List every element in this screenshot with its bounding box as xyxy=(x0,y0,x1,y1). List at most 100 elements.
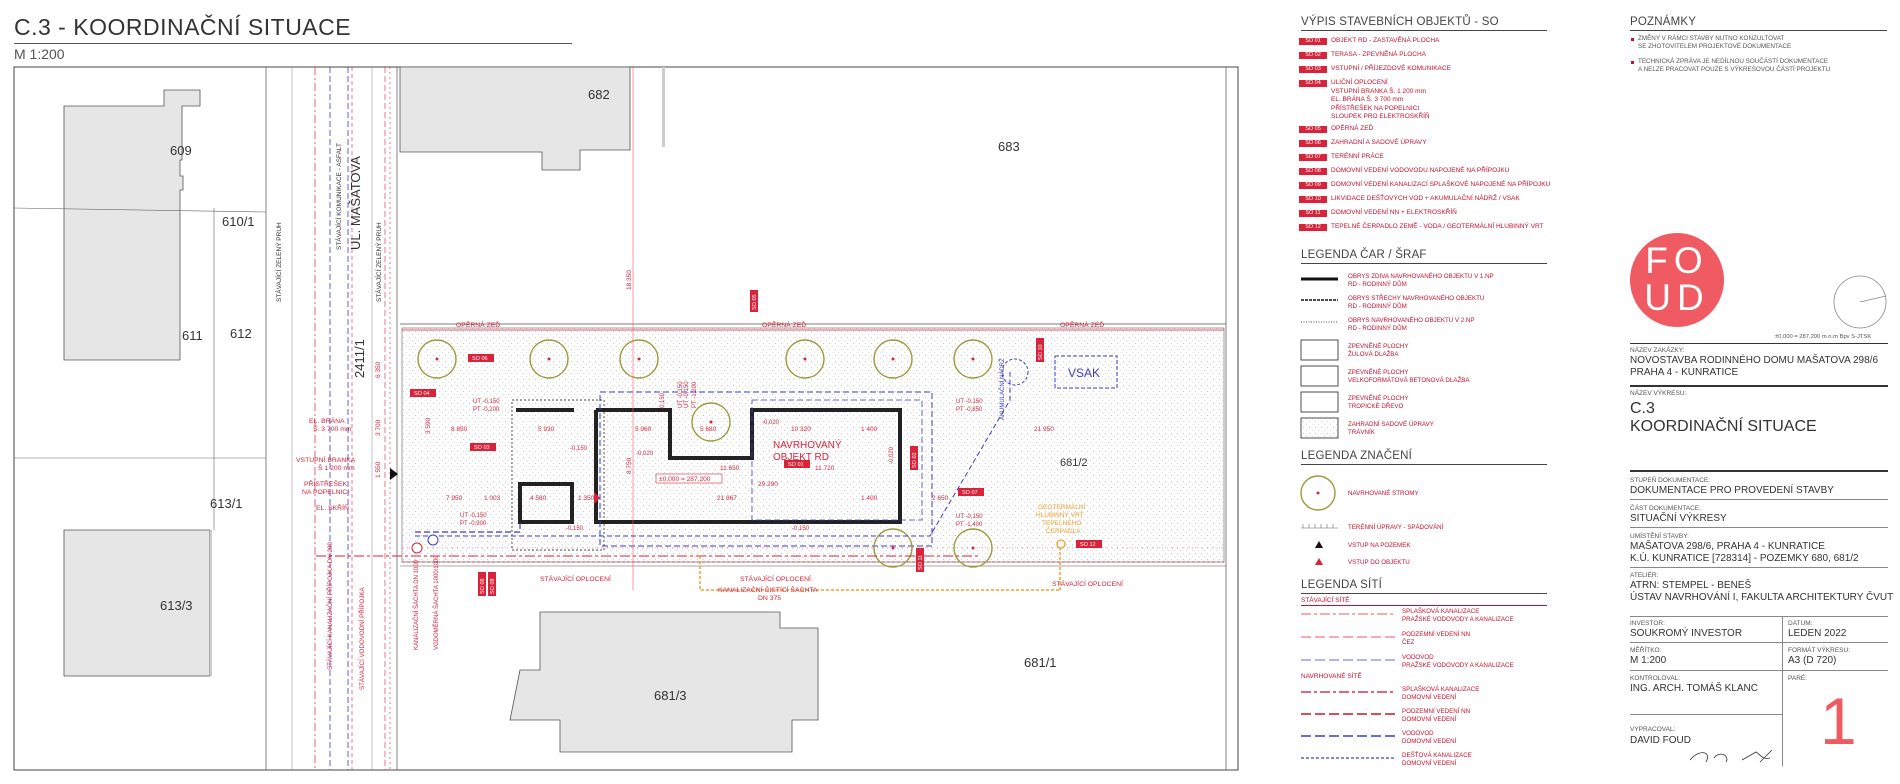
building-681-3 xyxy=(509,611,819,753)
tb-meritko: M 1:200 xyxy=(1630,655,1667,666)
legend-plot-entry: VSTUP NA POZEMEK xyxy=(1348,542,1411,549)
tb-rule-5 xyxy=(1630,527,1888,528)
parcel-681-2: 681/2 xyxy=(1060,457,1088,469)
tag-so05: SO 05 xyxy=(752,294,758,310)
tb-meritko-label: MĚŘÍTKO: xyxy=(1630,647,1662,654)
legend-lines-heading: LEGENDA ČAR / ŠRAF xyxy=(1301,249,1427,261)
parcel-609: 609 xyxy=(170,143,192,158)
so-heading: VÝPIS STAVEBNÍCH OBJEKTŮ - SO xyxy=(1301,16,1499,28)
so-text: DOMOVNÍ VEDENÍ VODOVODU NAPOJENÉ NA PŘÍP… xyxy=(1331,167,1510,174)
dim-5960: 5 960 xyxy=(635,426,652,433)
legend-lines-rule xyxy=(1301,263,1547,264)
tank-label: AKUMULAČNÍ NÁDRŽ xyxy=(998,358,1006,420)
parcel-681-1: 681/1 xyxy=(1024,655,1057,670)
net-pr-water: VODOVOD DOMOVNÍ VEDENÍ xyxy=(1402,730,1457,745)
tb-rule-4 xyxy=(1630,499,1888,500)
geothermal-line xyxy=(699,556,1060,591)
spot-ut6: UT -0,150 xyxy=(678,381,684,408)
notes-rule xyxy=(1630,30,1887,31)
nets-proposed: NAVRHOVANÉ SÍTĚ xyxy=(1301,673,1362,680)
dim-1400b: 1 400 xyxy=(861,495,878,502)
spot-m020b: -0,020 xyxy=(636,451,654,457)
so-code: SO 12 xyxy=(1299,224,1327,231)
spot-m020: -0,020 xyxy=(762,420,780,426)
spot-m150a: -0,150 xyxy=(570,446,588,452)
tag-so12: SO 12 xyxy=(1080,542,1096,548)
notes-heading: POZNÁMKY xyxy=(1630,16,1697,28)
so-code: SO 07 xyxy=(1299,154,1327,161)
parcel-681-3: 681/3 xyxy=(654,688,687,703)
green-strip-right: STÁVAJÍCÍ ZELENÝ PRUH xyxy=(374,222,383,302)
parcel-682: 682 xyxy=(588,87,610,102)
dim-7950: 7 950 xyxy=(446,495,463,502)
net-ex-water: VODOVOD PRAŽSKÉ VODOVODY A KANALIZACE xyxy=(1402,654,1514,669)
tag-so11: SO 11 xyxy=(918,555,924,570)
shelter-label-2: NA POPELNICI xyxy=(302,489,349,496)
spot-ut1: UT -0,150 xyxy=(473,399,500,405)
so-text: LIKVIDACE DEŠŤOVÝCH VOD + AKUMULAČNÍ NÁD… xyxy=(1331,195,1520,202)
legend-nets-rule xyxy=(1301,593,1547,594)
so-tags: SO 06 SO 04 SO 03 SO 01 SO 07 SO 12 SO 0… xyxy=(410,290,1102,596)
tb-rule-9 xyxy=(1630,670,1888,671)
el-cabinet-label: EL. SKŘÍŇ xyxy=(316,503,349,512)
building-682 xyxy=(399,66,631,171)
vsak-label: VSAK xyxy=(1068,366,1100,380)
dim-5680: 5 680 xyxy=(700,426,717,433)
building-label-2: OBJEKT RD xyxy=(773,452,829,463)
legend-concrete: ZPEVNĚNÉ PLOCHY VELKOFORMÁTOVÁ BETONOVÁ … xyxy=(1348,369,1470,384)
accumulation-tank xyxy=(1001,358,1029,386)
dim-6350: 6 350 xyxy=(375,361,382,378)
wall-label-3: OPĚRNÁ ZEĎ xyxy=(1060,320,1104,329)
legend-roof-outline: OBRYS STŘECHY NAVRHOVANÉHO OBJEKTU RD - … xyxy=(1348,295,1485,310)
logo-line-2: UD xyxy=(1644,277,1710,318)
sewer-shaft: KANALIZAČNÍ ŠACHTA DN 1000 xyxy=(413,559,420,650)
so-text: ULIČNÍ OPLOCENÍ VSTUPNÍ BRANKA Š. 1 200 … xyxy=(1331,79,1430,120)
building-609-611 xyxy=(63,89,201,361)
shelter-label: PŘÍSTŘEŠEK xyxy=(304,479,348,488)
tb-rule-top xyxy=(1630,343,1888,344)
dim-11720: 11 720 xyxy=(815,465,835,472)
building-outline xyxy=(511,391,933,551)
spot-pt1: PT -0,200 xyxy=(473,407,500,413)
tb-rule-10 xyxy=(1630,714,1782,715)
signature xyxy=(1689,749,1773,763)
dim-4580: 4 580 xyxy=(530,495,547,502)
dim-10320: 10 320 xyxy=(791,426,811,433)
legend-2np-outline: OBRYS NAVRHOVANÉHO OBJEKTU V 2.NP RD - R… xyxy=(1348,317,1475,332)
dim-8850: 8 850 xyxy=(451,426,468,433)
spot-ut2: UT -0,150 xyxy=(956,399,983,405)
so-heading-rule xyxy=(1301,30,1547,31)
spot-levels: UT -0,150 PT -0,200 UT -0,150 PT -0,850 … xyxy=(460,381,983,532)
legend-building-entry: VSTUP DO OBJEKTU xyxy=(1348,559,1410,566)
spot-ut5: UT -0,150 xyxy=(684,381,690,408)
geothermal-4: ČERPADLA xyxy=(1046,526,1081,535)
dim-3590: 3 590 xyxy=(425,417,432,434)
green-strip-left: STÁVAJÍCÍ ZELENÝ PRUH xyxy=(274,222,283,302)
note-bullet-1 xyxy=(1631,38,1634,41)
dim-3700: 3 700 xyxy=(375,419,382,436)
level-datum: ±0,000 = 287,200 xyxy=(659,476,711,483)
tb-atelier: ATRN: STEMPEL - BENEŠ ÚSTAV NAVRHOVÁNÍ I… xyxy=(1630,580,1894,603)
so-code: SO 03 xyxy=(1299,66,1327,73)
tb-cast-label: ČÁST DOKUMENTACE: xyxy=(1630,505,1701,512)
note-1: ZMĚNY V RÁMCI STAVBY NUTNO KONZULTOVAT S… xyxy=(1638,35,1792,50)
water-line xyxy=(415,522,521,533)
net-pr-sewer: SPLAŠKOVÁ KANALIZACE DOMOVNÍ VEDENÍ xyxy=(1402,686,1480,701)
fence-label-1: STÁVAJÍCÍ OPLOCENÍ xyxy=(540,574,611,583)
net-pr-storm: DEŠŤOVÁ KANALIZACE DOMOVNÍ VEDENÍ xyxy=(1402,752,1472,767)
tag-so03: SO 03 xyxy=(474,445,490,451)
tb-pare: 1 xyxy=(1820,684,1857,758)
existing-sewer: STÁVAJÍCÍ KANALIZAČNÍ PŘÍPOJKA DN 200 xyxy=(326,542,334,670)
tb-rule-2 xyxy=(1630,385,1888,387)
tb-investor-label: INVESTOR: xyxy=(1630,620,1665,627)
dim-18350: 18 350 xyxy=(626,270,633,290)
net-pr-power: PODZEMNÍ VEDENÍ NN DOMOVNÍ VEDENÍ xyxy=(1402,708,1471,723)
so-code: SO 06 xyxy=(1299,140,1327,147)
legend-wall-outline: OBRYS ZDIVA NAVRHOVANÉHO OBJEKTU V 1.NP … xyxy=(1348,273,1494,288)
so-code: SO 11 xyxy=(1299,210,1327,217)
so-text: OBJEKT RD - ZASTAVĚNÁ PLOCHA xyxy=(1331,37,1440,44)
water-meter-shaft: VODOMĚRNÁ ŠACHTA 1000/1000 xyxy=(432,555,440,650)
nets-existing-rule xyxy=(1301,605,1547,606)
tag-so07: SO 07 xyxy=(962,490,978,496)
so-code: SO 08 xyxy=(1299,168,1327,175)
